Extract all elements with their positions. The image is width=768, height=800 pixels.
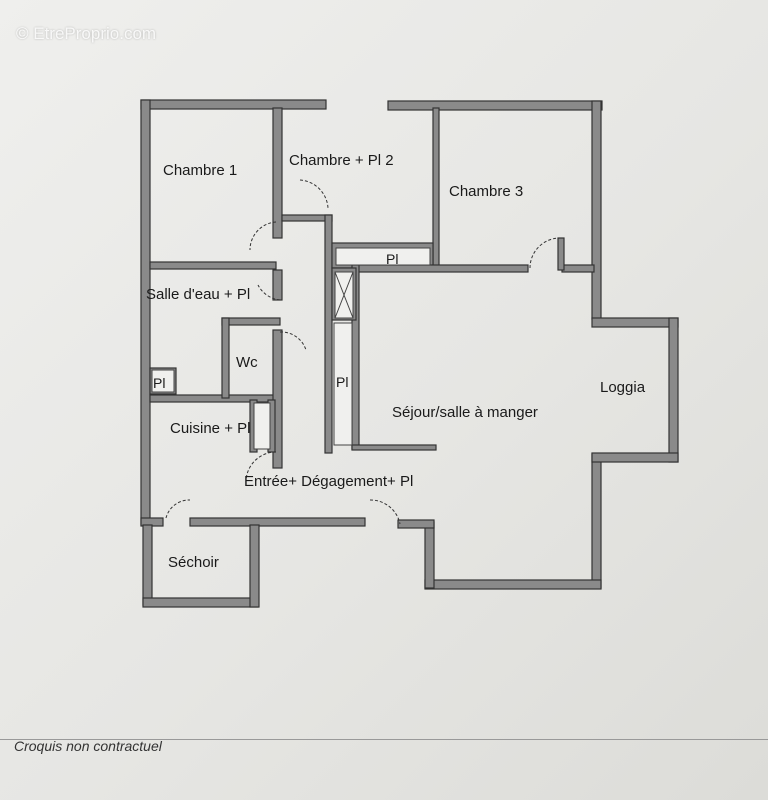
room-cuisine: Cuisine + Pl: [170, 420, 250, 437]
footer-divider: [0, 739, 768, 740]
placard-corridor-label: Pl: [336, 374, 348, 390]
placard-bedroom-label: Pl: [386, 251, 398, 267]
outer-walls: [140, 99, 679, 608]
placard-salle-eau: [151, 369, 175, 393]
room-salle-eau: Salle d'eau + Pl: [146, 286, 250, 303]
room-sejour: Séjour/salle à manger: [392, 404, 538, 421]
placard-salle-eau-label: Pl: [153, 375, 165, 391]
room-wc: Wc: [236, 354, 258, 371]
door-swings: [165, 179, 561, 525]
placard-cuisine: [253, 402, 271, 450]
disclaimer-text: Croquis non contractuel: [14, 738, 162, 754]
placard-corridor: [333, 322, 353, 446]
watermark: © EtreProprio.com: [16, 24, 157, 43]
room-sechoir: Séchoir: [168, 554, 219, 571]
room-chambre-3: Chambre 3: [449, 183, 523, 200]
placard-bedroom: [335, 247, 431, 266]
floor-plan: Chambre 1 Chambre + Pl 2 Chambre 3 Pl Sa…: [140, 99, 679, 608]
room-entree: Entrée+ Dégagement+ Pl: [244, 473, 413, 490]
room-loggia: Loggia: [600, 379, 646, 396]
room-chambre-2: Chambre + Pl 2: [289, 152, 394, 169]
duct-cross: [334, 271, 354, 319]
room-chambre-1: Chambre 1: [163, 162, 237, 179]
